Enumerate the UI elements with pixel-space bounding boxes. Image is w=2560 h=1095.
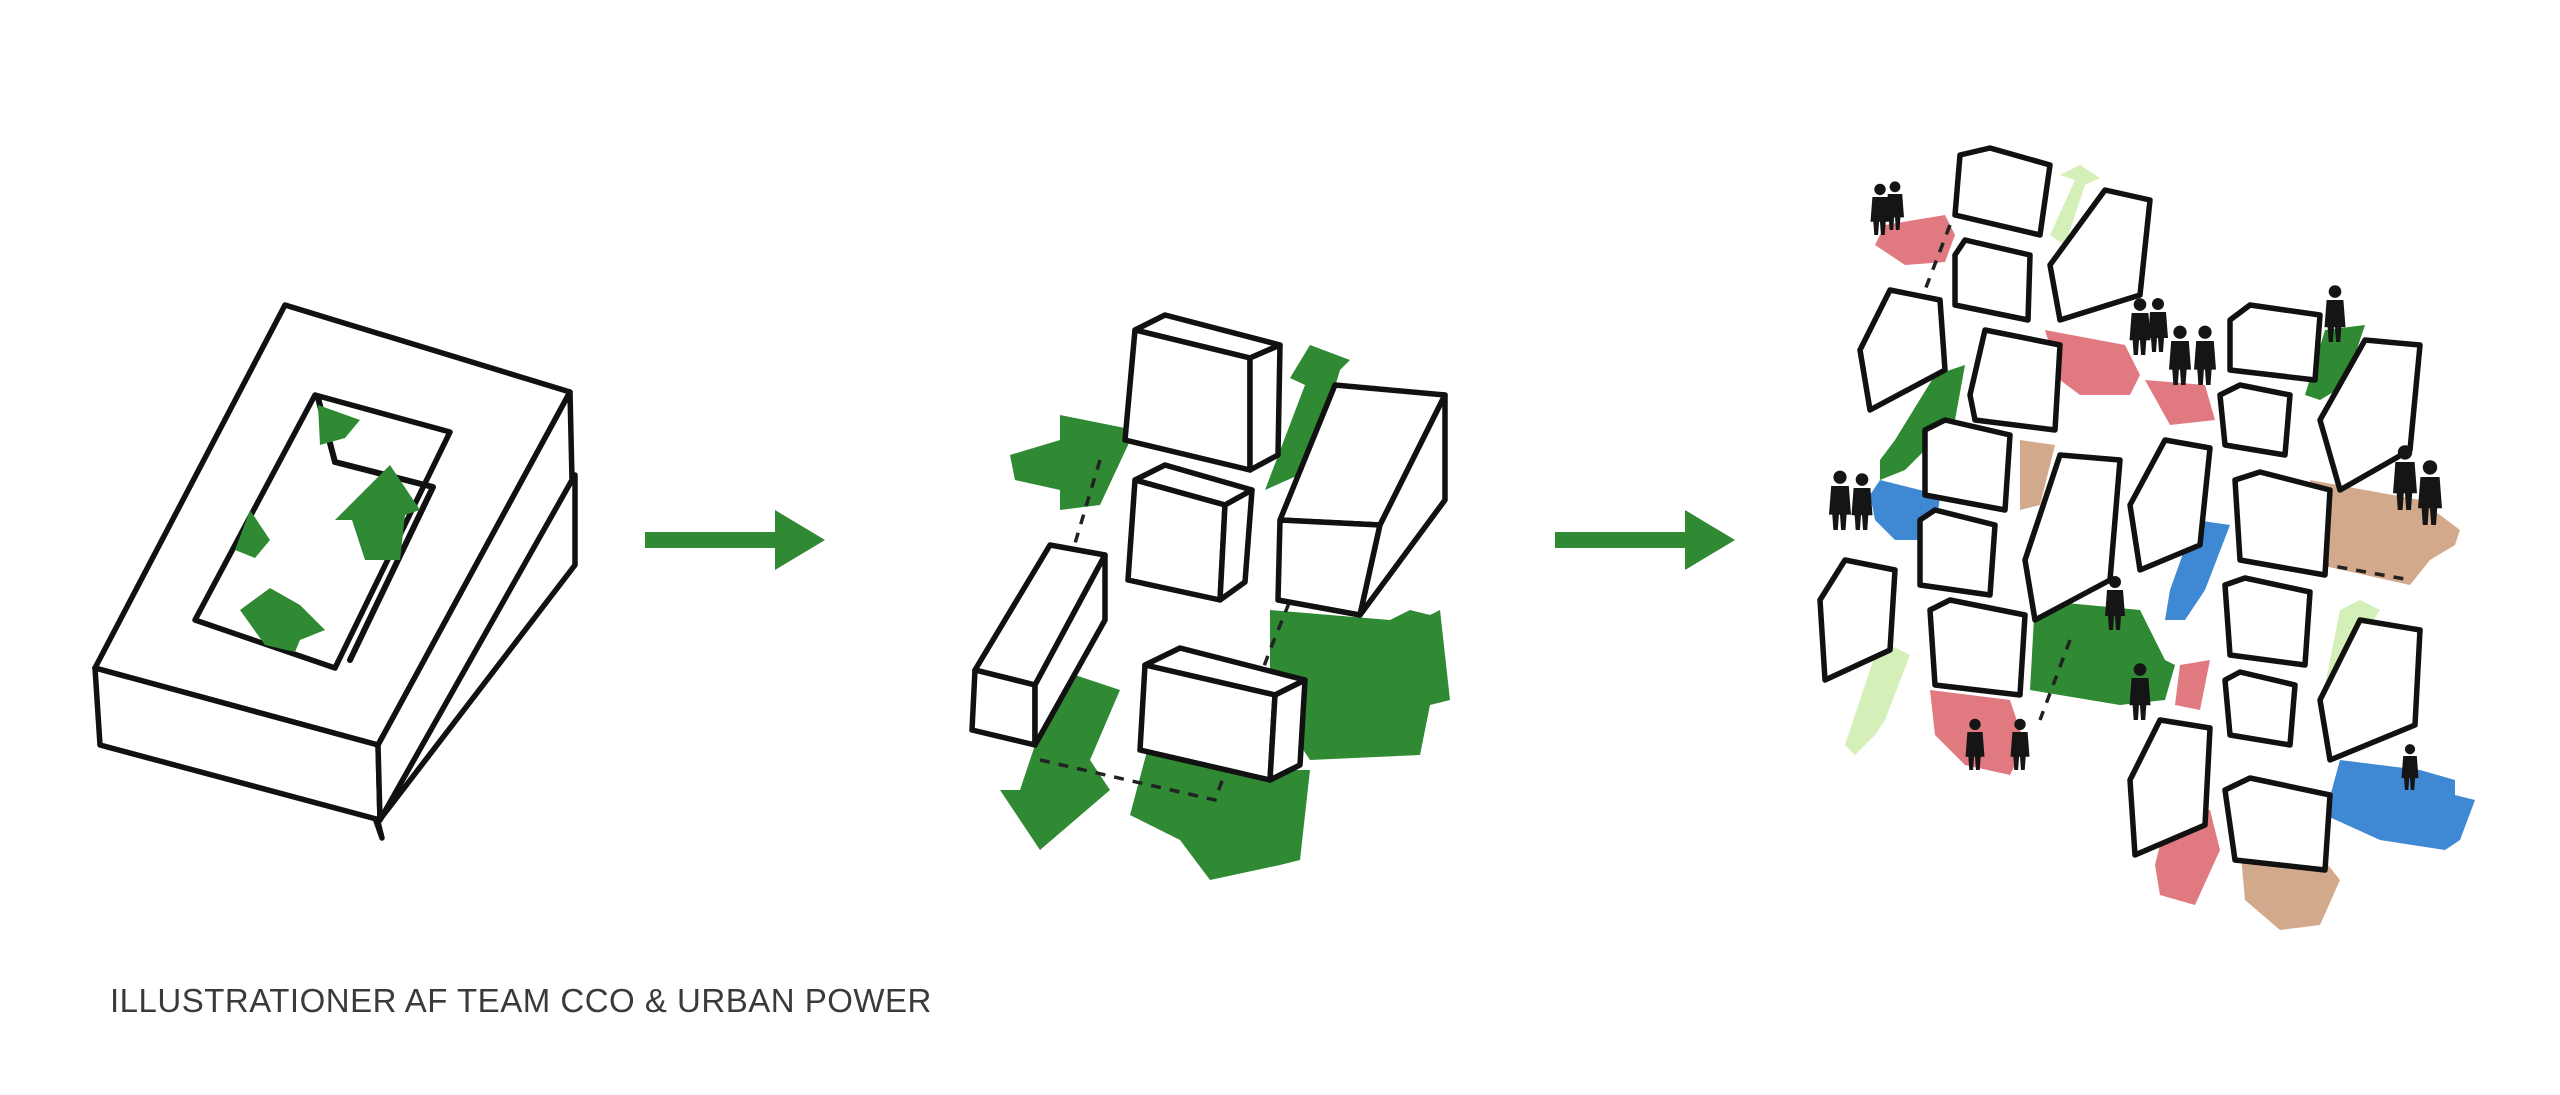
green-flow-arrow-e (1270, 610, 1450, 760)
panel-closed-block (92, 302, 578, 841)
panel-opened-block (969, 312, 1450, 880)
block-bottom (1137, 645, 1308, 783)
block-left-tall (969, 542, 1108, 748)
neighbourhood-blocks (1817, 145, 2423, 873)
courtyard-green-arrow-1 (318, 405, 360, 445)
green-flow-arrow-nw (1010, 415, 1135, 510)
panel-neighbourhood (1817, 145, 2475, 930)
process-arrow-2 (1555, 510, 1735, 570)
block-right-tall (1275, 382, 1448, 618)
green-flow-arrow-sw (1000, 670, 1120, 850)
process-arrow-1 (645, 510, 825, 570)
illustration-credit-caption: ILLUSTRATIONER AF TEAM CCO & URBAN POWER (110, 982, 932, 1019)
block-middle (1125, 462, 1255, 603)
block-top (1122, 312, 1283, 473)
courtyard-green-arrow-3 (235, 510, 270, 558)
courtyard-green-arrow-4 (240, 588, 325, 652)
green-flow-arrow-n (1265, 345, 1350, 490)
courtyard-green-arrow-2 (335, 465, 420, 560)
